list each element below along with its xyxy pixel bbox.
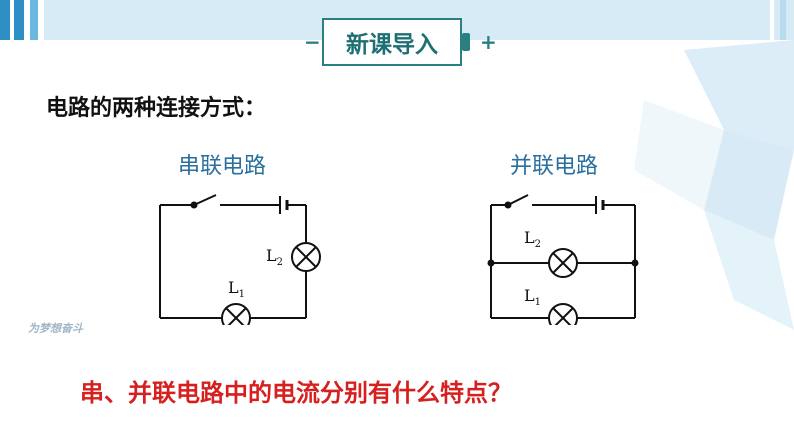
- intro-text: 电路的两种连接方式：: [46, 96, 267, 121]
- series-circuit-title: 串联电路: [178, 154, 267, 179]
- minus-sign: −: [304, 30, 321, 54]
- banner-stripe: [0, 0, 10, 40]
- section-title: 新课导入: [322, 18, 462, 66]
- banner-stripe: [30, 0, 38, 40]
- watermark-text: 为梦想奋斗: [28, 322, 83, 335]
- series-lamp1-label: L1: [228, 278, 245, 301]
- battery-tab-icon: [462, 33, 470, 51]
- plus-sign: +: [480, 30, 497, 54]
- series-lamp2-label: L2: [266, 246, 283, 269]
- banner-stripe: [770, 0, 774, 40]
- parallel-lamp2-label: L2: [524, 228, 541, 251]
- banner-stripe: [14, 0, 24, 40]
- banner-stripe: [780, 0, 786, 40]
- parallel-circuit-title: 并联电路: [510, 154, 599, 179]
- decorative-polygons: [634, 40, 794, 330]
- question-text: 串、并联电路中的电流分别有什么特点？: [80, 379, 512, 407]
- series-circuit-diagram: [159, 194, 321, 325]
- parallel-lamp1-label: L1: [524, 286, 541, 309]
- parallel-circuit-diagram: [487, 194, 639, 325]
